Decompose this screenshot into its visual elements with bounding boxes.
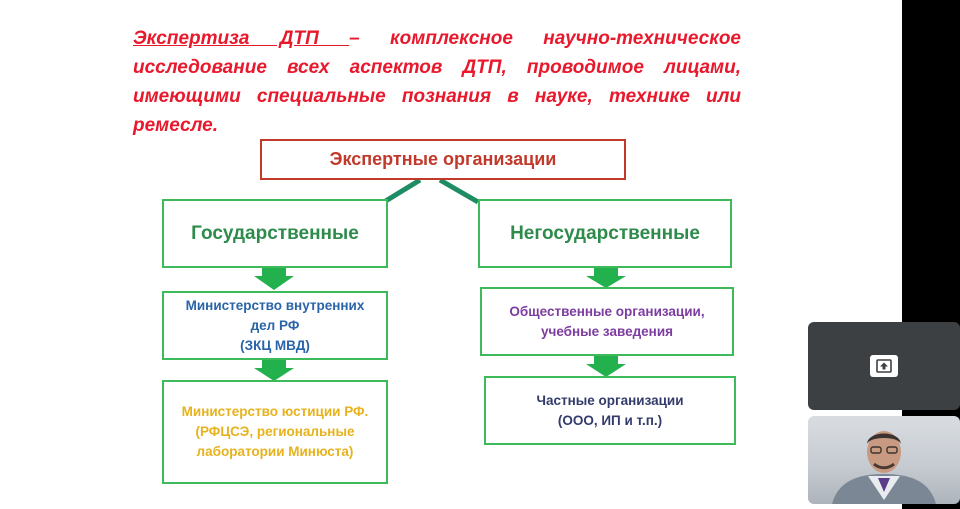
- mvd-line-3: (ЗКЦ МВД): [240, 337, 310, 353]
- mvd-box: Министерство внутренних дел РФ (ЗКЦ МВД): [162, 291, 388, 360]
- arrow-social-private: [586, 356, 626, 377]
- present-screen-button[interactable]: [870, 355, 898, 377]
- present-screen-icon: [876, 359, 892, 373]
- social-orgs-box: Общественные организации, учебные заведе…: [480, 287, 734, 356]
- definition-term: Экспертиза ДТП: [133, 28, 350, 49]
- nonstate-box: Негосударственные: [478, 199, 732, 268]
- mvd-line-2: дел РФ: [250, 317, 300, 333]
- participant-video-tile[interactable]: [808, 416, 960, 504]
- mvd-line-1: Министерство внутренних: [185, 297, 365, 313]
- definition-body: – комплексное научно-техническое исследо…: [133, 28, 741, 136]
- state-label: Государственные: [191, 222, 359, 244]
- justice-line-2: (РФЦСЭ, региональные: [195, 424, 355, 439]
- state-box: Государственные: [162, 199, 388, 268]
- expert-organizations-box: Экспертные организации: [260, 139, 626, 180]
- nonstate-label: Негосударственные: [510, 222, 700, 244]
- diagram-connectors: [254, 177, 626, 381]
- participant-avatar: [832, 431, 936, 504]
- definition-text: Экспертиза ДТП – комплексное научно-техн…: [133, 24, 741, 140]
- arrow-mvd-justice: [254, 360, 294, 381]
- social-line-2: учебные заведения: [540, 323, 674, 339]
- connector-left: [382, 177, 422, 205]
- private-orgs-box: Частные организации (ООО, ИП и т.п.): [484, 376, 736, 445]
- connector-right: [438, 177, 480, 205]
- presentation-slide: Экспертиза ДТП – комплексное научно-техн…: [0, 0, 902, 509]
- private-line-1: Частные организации: [536, 392, 684, 408]
- social-line-1: Общественные организации,: [509, 303, 705, 319]
- justice-line-3: лаборатории Минюста): [196, 444, 354, 459]
- screen-share-tile: [808, 322, 960, 410]
- arrow-state-mvd: [254, 268, 294, 290]
- private-line-2: (ООО, ИП и т.п.): [557, 412, 663, 428]
- arrow-nonstate-social: [586, 268, 626, 288]
- expert-organizations-label: Экспертные организации: [329, 149, 557, 169]
- justice-line-1: Министерство юстиции РФ.: [181, 404, 369, 419]
- justice-box: Министерство юстиции РФ. (РФЦСЭ, региона…: [162, 380, 388, 484]
